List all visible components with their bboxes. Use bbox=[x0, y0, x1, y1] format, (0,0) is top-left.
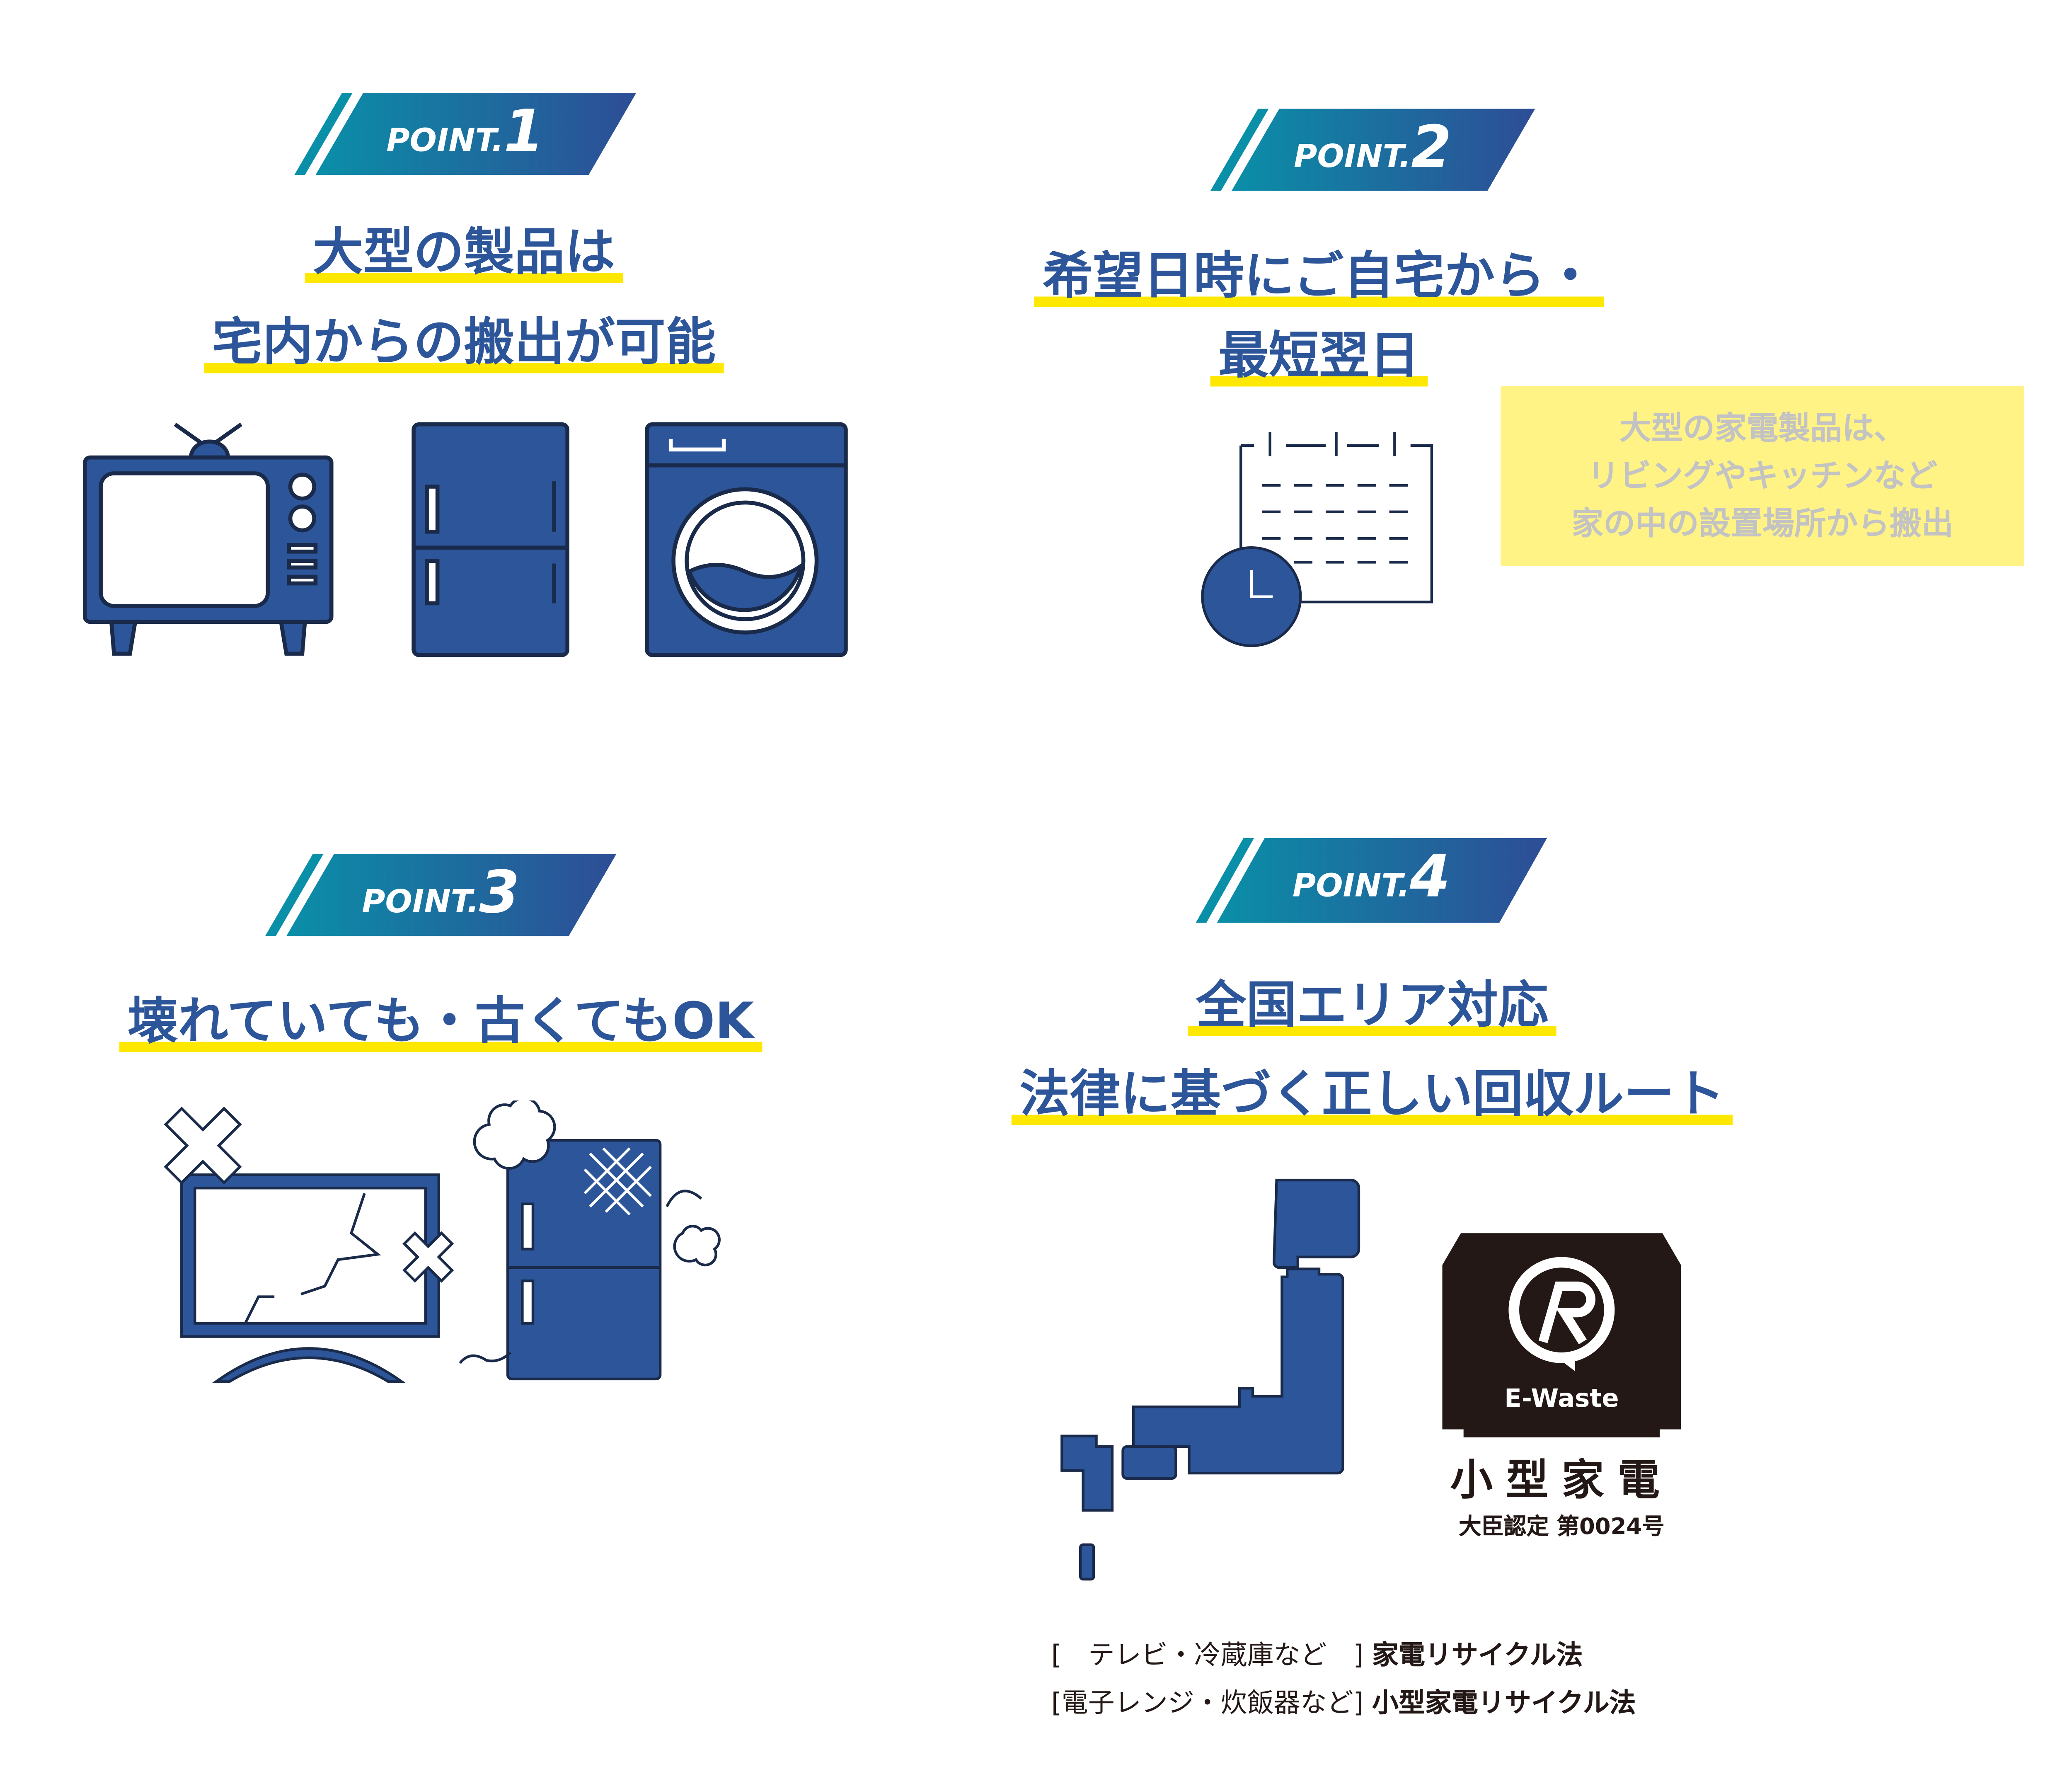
refrigerator-icon bbox=[411, 422, 569, 657]
point-1-banner: POINT.1 bbox=[294, 92, 637, 175]
point-number: 1 bbox=[503, 98, 545, 166]
e-waste-logo: E-Waste 小型家電 大臣認定 第0024号 bbox=[1442, 1233, 1681, 1541]
point-1-title-line-1: 大型の製品は bbox=[66, 215, 862, 289]
law-row-2: [電子レンジ・炊飯器など] 小型家電リサイクル法 bbox=[1051, 1687, 1636, 1718]
logo-text: E-Waste bbox=[1504, 1384, 1619, 1414]
logo-certification: 大臣認定 第0024号 bbox=[1459, 1514, 1665, 1541]
tv-icon bbox=[82, 422, 848, 657]
point-4-title-line-1: 全国エリア対応 bbox=[954, 968, 1789, 1042]
point-2-banner: POINT.2 bbox=[1210, 109, 1535, 191]
point-number: 2 bbox=[1411, 114, 1452, 182]
law-row-1: [ テレビ・冷蔵庫など ] 家電リサイクル法 bbox=[1051, 1638, 1583, 1671]
point-4-title-line-2: 法律に基づく正しい回収ルート bbox=[954, 1057, 1789, 1131]
point-number: 3 bbox=[479, 859, 520, 927]
point-prefix: POINT. bbox=[386, 122, 504, 159]
logo-category: 小型家電 bbox=[1450, 1454, 1673, 1505]
point-prefix: POINT. bbox=[1294, 138, 1411, 175]
japan-map-icon bbox=[1060, 1178, 1360, 1581]
washing-machine-icon bbox=[645, 422, 848, 657]
point-2-title-line-2: 最短翌日 bbox=[1007, 318, 1631, 393]
point-prefix: POINT. bbox=[362, 883, 479, 921]
point-prefix: POINT. bbox=[1292, 867, 1410, 904]
broken-refrigerator-icon bbox=[459, 1100, 721, 1381]
broken-tv-icon bbox=[164, 1100, 721, 1383]
calendar-icon bbox=[1201, 432, 1433, 647]
point-2-note: 大型の家電製品は、リビングやキッチンなど家の中の設置場所から搬出 bbox=[1501, 385, 2024, 566]
point-3-banner: POINT.3 bbox=[265, 854, 617, 936]
point-1-title-line-2: 宅内からの搬出が可能 bbox=[66, 305, 862, 379]
point-number: 4 bbox=[1409, 843, 1450, 911]
point-3-title: 壊れていても・古くてもOK bbox=[53, 984, 828, 1058]
point-4-banner: POINT.4 bbox=[1196, 838, 1547, 923]
point-2-title-line-1: 希望日時にご自宅から・ bbox=[1007, 238, 1631, 313]
